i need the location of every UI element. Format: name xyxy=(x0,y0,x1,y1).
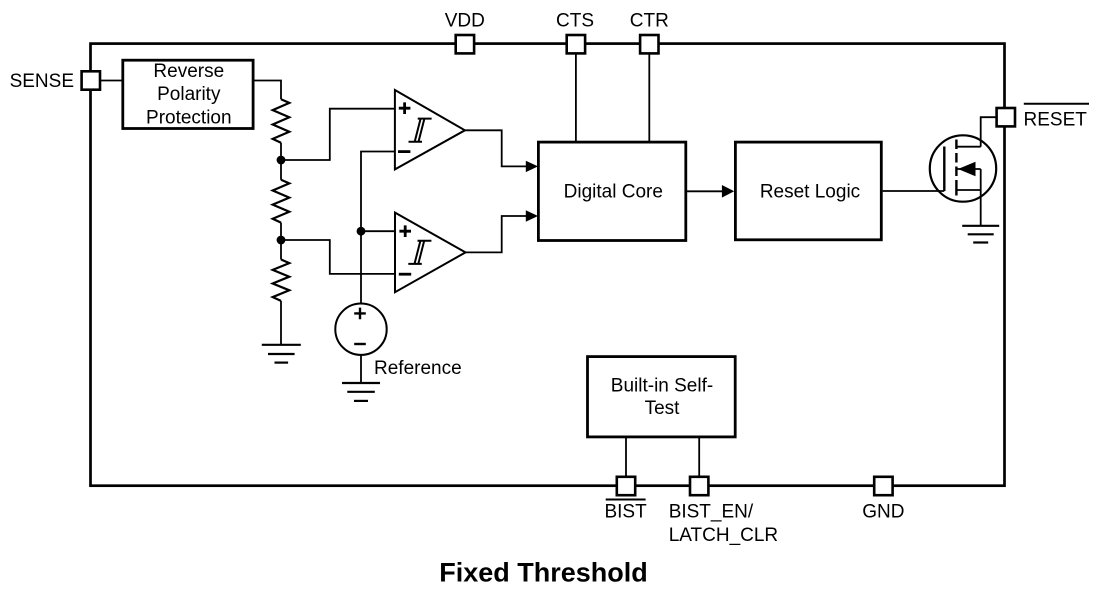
svg-text:Digital Core: Digital Core xyxy=(564,182,663,203)
svg-text:GND: GND xyxy=(862,502,904,523)
svg-text:BIST_EN/: BIST_EN/ xyxy=(669,502,754,523)
svg-text:BIST: BIST xyxy=(604,502,647,523)
svg-text:Protection: Protection xyxy=(146,108,232,129)
svg-text:VDD: VDD xyxy=(445,10,485,31)
svg-text:Polarity: Polarity xyxy=(157,84,221,105)
svg-text:CTR: CTR xyxy=(630,10,669,31)
svg-text:Reset Logic: Reset Logic xyxy=(760,182,860,203)
svg-text:SENSE: SENSE xyxy=(10,71,74,92)
svg-text:Reference: Reference xyxy=(374,358,462,379)
svg-text:RESET: RESET xyxy=(1024,109,1088,130)
svg-text:Reverse: Reverse xyxy=(153,61,224,82)
svg-text:CTS: CTS xyxy=(556,10,594,31)
svg-text:LATCH_CLR: LATCH_CLR xyxy=(669,525,778,546)
svg-text:Fixed Threshold: Fixed Threshold xyxy=(439,558,648,588)
svg-text:Test: Test xyxy=(645,398,681,419)
svg-text:Built-in Self-: Built-in Self- xyxy=(611,375,713,396)
